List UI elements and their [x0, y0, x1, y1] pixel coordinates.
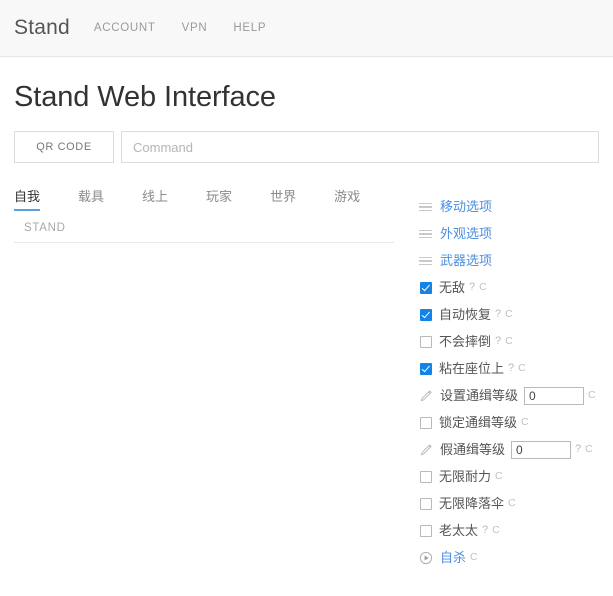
- navbar: Stand ACCOUNT VPN HELP: [0, 0, 613, 57]
- checkbox-icon[interactable]: [420, 281, 432, 294]
- nav-link-help[interactable]: HELP: [233, 22, 267, 34]
- hotkey-badge[interactable]: C: [508, 497, 516, 510]
- content-panel: STAND: [14, 211, 394, 243]
- option-row[interactable]: 自动恢复?C: [419, 301, 609, 328]
- option-label[interactable]: 自杀: [440, 550, 467, 565]
- help-icon[interactable]: ?: [495, 308, 502, 320]
- play-icon[interactable]: [419, 551, 433, 565]
- checkbox-icon[interactable]: [420, 416, 432, 429]
- brand-logo[interactable]: Stand: [14, 16, 70, 39]
- hamburger-icon[interactable]: [419, 227, 433, 241]
- hotkey-badge[interactable]: C: [492, 524, 500, 537]
- option-row[interactable]: 无敌?C: [419, 274, 609, 301]
- option-label[interactable]: 武器选项: [440, 253, 493, 268]
- option-label[interactable]: 假通缉等级: [440, 442, 506, 457]
- option-row[interactable]: 设置通缉等级 C: [419, 382, 609, 409]
- tab-self[interactable]: 自我: [14, 190, 41, 211]
- option-number-input[interactable]: [524, 386, 585, 405]
- option-label[interactable]: 设置通缉等级: [440, 388, 519, 403]
- option-label[interactable]: 移动选项: [440, 199, 493, 214]
- hotkey-badge[interactable]: C: [518, 362, 526, 375]
- option-row[interactable]: 外观选项: [419, 220, 609, 247]
- option-row[interactable]: 粘在座位上?C: [419, 355, 609, 382]
- tab-online[interactable]: 线上: [142, 189, 169, 204]
- hotkey-badge[interactable]: C: [470, 551, 478, 564]
- option-number-input[interactable]: [511, 440, 572, 459]
- command-bar: QR CODE: [14, 131, 599, 163]
- pencil-icon[interactable]: [419, 389, 433, 403]
- checkbox-icon[interactable]: [420, 308, 432, 321]
- page-title: Stand Web Interface: [14, 81, 276, 113]
- breadcrumb-divider: [14, 242, 394, 243]
- hamburger-icon[interactable]: [419, 254, 433, 268]
- option-label[interactable]: 无敌: [439, 280, 466, 295]
- help-icon[interactable]: ?: [469, 281, 476, 293]
- option-label[interactable]: 不会摔倒: [439, 334, 492, 349]
- help-icon[interactable]: ?: [508, 362, 515, 374]
- hotkey-badge[interactable]: C: [505, 335, 513, 348]
- hamburger-icon[interactable]: [419, 200, 433, 214]
- option-row[interactable]: 武器选项: [419, 247, 609, 274]
- option-label[interactable]: 无限耐力: [439, 469, 492, 484]
- checkbox-icon[interactable]: [420, 470, 432, 483]
- option-row[interactable]: 假通缉等级?C: [419, 436, 609, 463]
- hotkey-badge[interactable]: C: [505, 308, 513, 321]
- nav-link-vpn[interactable]: VPN: [181, 22, 208, 34]
- option-label[interactable]: 无限降落伞: [439, 496, 505, 511]
- option-label[interactable]: 粘在座位上: [439, 361, 505, 376]
- option-row[interactable]: 老太太?C: [419, 517, 609, 544]
- option-label[interactable]: 外观选项: [440, 226, 493, 241]
- command-input[interactable]: [121, 131, 599, 163]
- hotkey-badge[interactable]: C: [585, 443, 593, 456]
- breadcrumb: STAND: [24, 222, 66, 234]
- checkbox-icon[interactable]: [420, 362, 432, 375]
- tab-vehicle[interactable]: 载具: [78, 189, 105, 204]
- option-row[interactable]: 移动选项: [419, 193, 609, 220]
- hotkey-badge[interactable]: C: [521, 416, 529, 429]
- checkbox-icon[interactable]: [420, 524, 432, 537]
- checkbox-icon[interactable]: [420, 497, 432, 510]
- hotkey-badge[interactable]: C: [495, 470, 503, 483]
- tab-game[interactable]: 游戏: [334, 189, 361, 204]
- tab-players[interactable]: 玩家: [206, 189, 233, 204]
- help-icon[interactable]: ?: [495, 335, 502, 347]
- option-label[interactable]: 老太太: [439, 523, 479, 538]
- option-label[interactable]: 锁定通缉等级: [439, 415, 518, 430]
- option-row[interactable]: 不会摔倒?C: [419, 328, 609, 355]
- qr-code-button[interactable]: QR CODE: [14, 131, 114, 163]
- tab-world[interactable]: 世界: [270, 189, 297, 204]
- pencil-icon[interactable]: [419, 443, 433, 457]
- checkbox-icon[interactable]: [420, 335, 432, 348]
- hotkey-badge[interactable]: C: [588, 389, 596, 402]
- hotkey-badge[interactable]: C: [479, 281, 487, 294]
- nav-link-account[interactable]: ACCOUNT: [93, 22, 156, 34]
- tab-bar: 自我 载具 线上 玩家 世界 游戏: [14, 190, 613, 211]
- option-label[interactable]: 自动恢复: [439, 307, 492, 322]
- help-icon[interactable]: ?: [482, 524, 489, 536]
- help-icon[interactable]: ?: [575, 443, 582, 455]
